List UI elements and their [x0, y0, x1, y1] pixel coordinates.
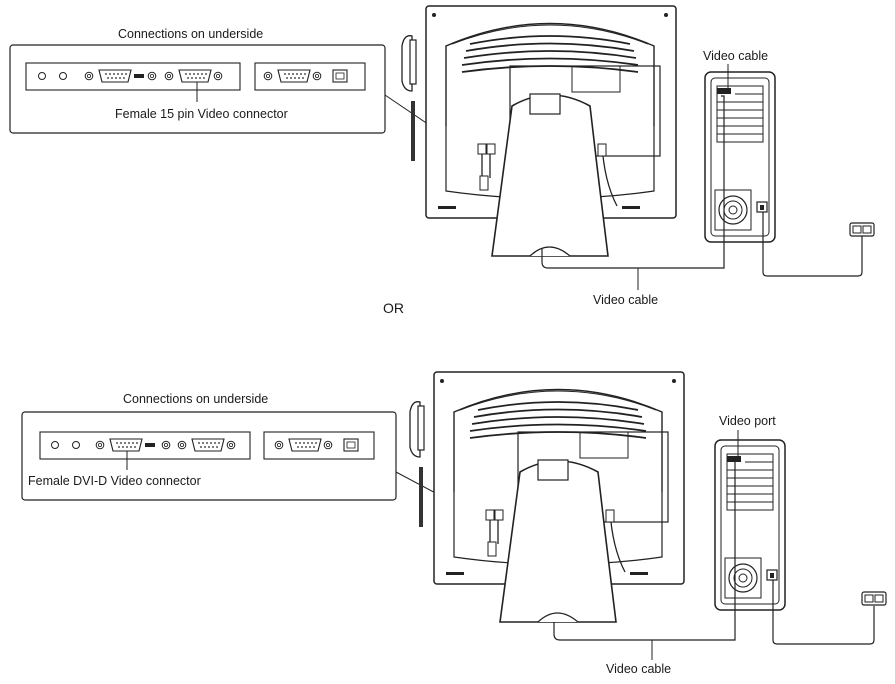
top-computer-cable-label: Video cable [703, 49, 769, 63]
monitor-rear-view-bottom [409, 371, 685, 623]
monitor-rear-view-top [401, 5, 677, 257]
or-separator: OR [383, 300, 404, 316]
bottom-connector-label: Female DVI-D Video connector [28, 474, 201, 488]
wall-outlet-top [849, 222, 875, 237]
power-cable-bottom [772, 580, 875, 645]
top-connector-label: Female 15 pin Video connector [115, 107, 288, 121]
female-dvi-d-connector-icon [109, 438, 143, 452]
bottom-inset-title: Connections on underside [123, 392, 269, 406]
wall-outlet-bottom [861, 591, 887, 606]
top-bottom-cable-label: Video cable [593, 293, 659, 307]
top-inset-title: Connections on underside [118, 27, 264, 41]
bottom-panel [21, 371, 887, 660]
female-15-pin-connector-icon [178, 69, 212, 83]
bottom-computer-port-label: Video port [719, 414, 776, 428]
top-panel [9, 5, 875, 290]
bottom-cable-label: Video cable [606, 662, 672, 676]
computer-tower-top [704, 71, 776, 243]
video-cable-top [541, 95, 725, 269]
computer-tower-bottom [714, 439, 786, 611]
power-cable-top [762, 212, 863, 277]
video-cable-bottom [553, 462, 736, 641]
